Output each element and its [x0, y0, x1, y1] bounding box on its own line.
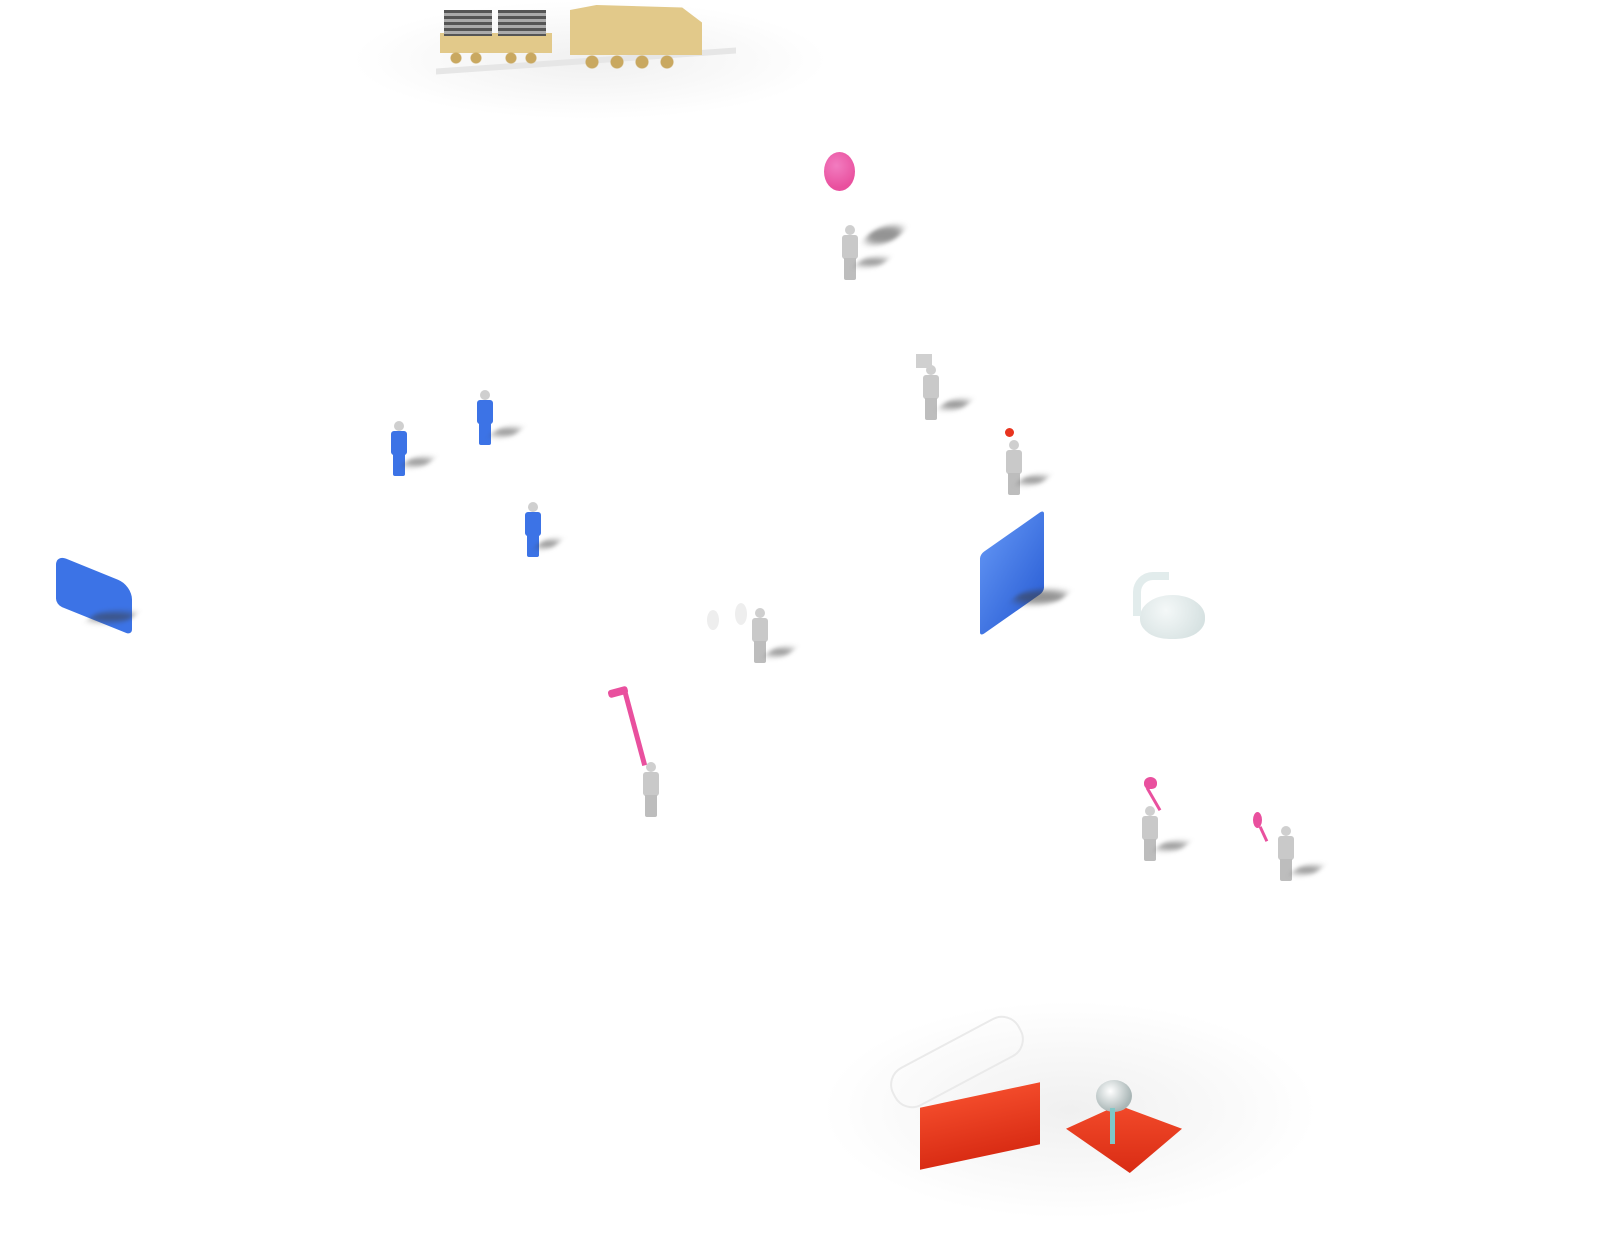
- blue-car: [56, 554, 132, 636]
- worker-figure: [477, 390, 493, 446]
- glass-sphere: [1096, 1080, 1132, 1112]
- shadow: [1290, 866, 1324, 874]
- wheels: [450, 52, 490, 64]
- swan-neck: [1133, 572, 1169, 616]
- red-ball: [1005, 428, 1014, 437]
- person-figure: [1278, 826, 1294, 882]
- white-balloon: [735, 603, 747, 625]
- pink-heart-wand: [1144, 777, 1157, 789]
- pink-balloon: [824, 152, 855, 191]
- pink-racket: [1253, 812, 1262, 828]
- worker-figure: [391, 421, 407, 477]
- blue-truck: [980, 509, 1044, 637]
- person-figure: [842, 225, 858, 281]
- shadow: [938, 400, 972, 409]
- shadow: [1154, 842, 1190, 850]
- teal-pin: [1110, 1108, 1115, 1144]
- shadow: [764, 648, 796, 656]
- person-figure: [643, 762, 661, 820]
- flatcar: [440, 33, 552, 53]
- haze: [820, 1000, 1320, 1220]
- white-balloon: [707, 610, 719, 630]
- shadow: [489, 428, 523, 436]
- wood-crate-car: [570, 5, 702, 55]
- person-carrying-box: [923, 365, 943, 427]
- box: [916, 354, 932, 368]
- pink-mop: [622, 689, 648, 766]
- wheels: [585, 55, 685, 69]
- worker-figure: [525, 502, 541, 558]
- shadow: [854, 258, 890, 266]
- steel-load: [444, 10, 492, 36]
- racket-handle: [1258, 826, 1269, 842]
- person-figure: [1142, 806, 1158, 862]
- person-figure: [752, 608, 768, 664]
- wheels: [505, 52, 545, 64]
- person-figure: [1006, 440, 1022, 496]
- steel-load: [498, 10, 546, 36]
- balloon-shadow: [860, 226, 908, 244]
